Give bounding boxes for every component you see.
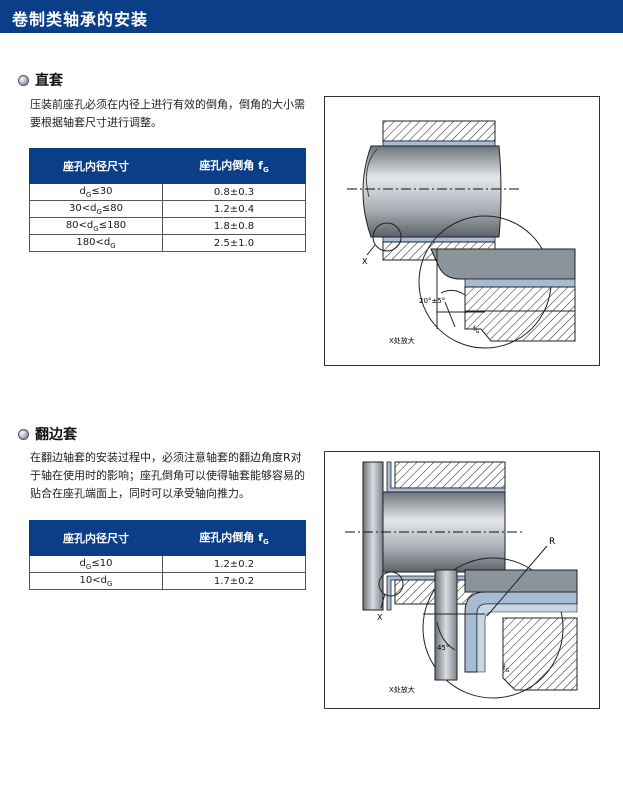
straight-bushing-drawing: X 20°±5° fG X处放大 <box>347 120 576 349</box>
cell-size: 80<dG≤180 <box>29 217 163 235</box>
table-row: 10<dG 1.7±0.2 <box>29 572 306 590</box>
cell-size: 180<dG <box>29 234 163 252</box>
cell-chamfer: 1.2±0.4 <box>162 200 306 218</box>
cell-chamfer: 2.5±1.0 <box>162 234 306 252</box>
zoom-caption: X处放大 <box>389 336 415 345</box>
angle-label: 20°±5° <box>419 297 445 305</box>
paragraph-line: 压装前座孔必须在内径上进行有效的倒角，倒角的大小需 <box>30 98 305 111</box>
table-row: dG≤10 1.2±0.2 <box>29 555 306 573</box>
chamfer-table-flanged: 座孔内径尺寸 座孔内倒角 fG dG≤10 1.2±0.2 10<dG 1.7±… <box>29 520 306 590</box>
page-header: 卷制类轴承的安装 <box>0 0 623 33</box>
cell-size: 10<dG <box>29 572 163 590</box>
cell-size: dG≤10 <box>29 555 163 573</box>
table-row: 80<dG≤180 1.8±0.8 <box>29 217 306 235</box>
cell-chamfer: 1.8±0.8 <box>162 217 306 235</box>
chamfer-f-label: fG <box>473 325 479 335</box>
col-header-bore-size: 座孔内径尺寸 <box>29 520 163 556</box>
cell-chamfer: 1.2±0.2 <box>162 555 306 573</box>
figure-straight-bushing: X 20°±5° fG X处放大 <box>324 96 600 366</box>
table-row: dG≤30 0.8±0.3 <box>29 183 306 201</box>
section-title-text: 翻边套 <box>35 427 77 443</box>
angle-label: 45° <box>437 644 449 652</box>
col-header-bore-size: 座孔内径尺寸 <box>29 148 163 184</box>
col-header-chamfer: 座孔内倒角 fG <box>162 148 306 184</box>
zoom-caption: X处放大 <box>389 685 415 694</box>
cell-chamfer: 1.7±0.2 <box>162 572 306 590</box>
x-marker-label: X <box>362 257 368 266</box>
section-title-text: 直套 <box>35 73 63 89</box>
table-header-row: 座孔内径尺寸 座孔内倒角 fG <box>29 520 306 556</box>
table-header-row: 座孔内径尺寸 座孔内倒角 fG <box>29 148 306 184</box>
bullet-icon <box>18 428 29 440</box>
paragraph-line: 在翻边轴套的安装过程中，必须注意轴套的翻边角度R对 <box>30 451 302 464</box>
section-title-straight-bushing: 直套 <box>18 70 63 90</box>
chamfer-f-label: fG <box>503 664 509 674</box>
section1-paragraph: 压装前座孔必须在内径上进行有效的倒角，倒角的大小需 要根据轴套尺寸进行调整。 <box>30 96 315 132</box>
table-row: 180<dG 2.5±1.0 <box>29 234 306 252</box>
cell-size: 30<dG≤80 <box>29 200 163 218</box>
radius-label: R <box>549 537 555 547</box>
paragraph-line: 要根据轴套尺寸进行调整。 <box>30 116 162 129</box>
cell-size: dG≤30 <box>29 183 163 201</box>
x-marker-label: X <box>377 613 383 622</box>
chamfer-table-straight: 座孔内径尺寸 座孔内倒角 fG dG≤30 0.8±0.3 30<dG≤80 1… <box>29 148 306 252</box>
paragraph-line: 贴合在座孔端面上，同时可以承受轴向推力。 <box>30 487 250 500</box>
figure-flanged-bushing: X 45° R fG X处放大 <box>324 451 600 709</box>
cell-chamfer: 0.8±0.3 <box>162 183 306 201</box>
paragraph-line: 于轴在使用时的影响；座孔倒角可以使得轴套能够容易的 <box>30 469 305 482</box>
page-title: 卷制类轴承的安装 <box>12 10 149 29</box>
bullet-icon <box>18 74 29 86</box>
section-title-flanged-bushing: 翻边套 <box>18 424 77 444</box>
section2-paragraph: 在翻边轴套的安装过程中，必须注意轴套的翻边角度R对 于轴在使用时的影响；座孔倒角… <box>30 449 315 503</box>
col-header-chamfer: 座孔内倒角 fG <box>162 520 306 556</box>
table-row: 30<dG≤80 1.2±0.4 <box>29 200 306 218</box>
flanged-bushing-drawing: X 45° R fG X处放大 <box>345 461 578 699</box>
